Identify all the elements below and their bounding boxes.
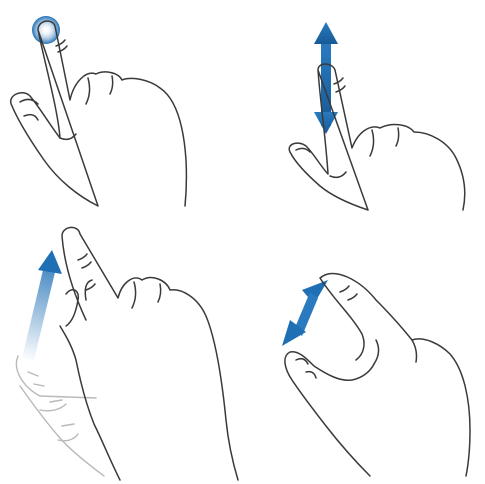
tap-hand-outline bbox=[11, 21, 187, 206]
pinch-thumb-line bbox=[296, 359, 316, 378]
drag-finger-crease bbox=[334, 78, 345, 92]
flick-arrow bbox=[22, 250, 62, 360]
drag-gesture-icon bbox=[289, 22, 465, 210]
tap-gesture-icon bbox=[11, 16, 187, 206]
pinch-knuckle-line bbox=[374, 340, 417, 364]
flick-arrow-trail bbox=[22, 266, 56, 360]
pinch-gesture-icon bbox=[282, 274, 470, 476]
drag-knuckle-line bbox=[330, 128, 399, 177]
flick-thumb-line bbox=[66, 290, 78, 326]
flick-arrow-head bbox=[38, 250, 62, 274]
flick-gesture-icon bbox=[16, 227, 238, 480]
tap-thumb-line bbox=[20, 99, 38, 120]
pinch-finger-crease bbox=[340, 286, 357, 300]
pinch-arrow bbox=[282, 280, 328, 346]
drag-hand-outline bbox=[289, 64, 465, 210]
drag-arrow-up-head bbox=[314, 22, 338, 44]
tap-knuckle-line bbox=[60, 76, 113, 139]
flick-knuckle-line bbox=[132, 282, 161, 308]
